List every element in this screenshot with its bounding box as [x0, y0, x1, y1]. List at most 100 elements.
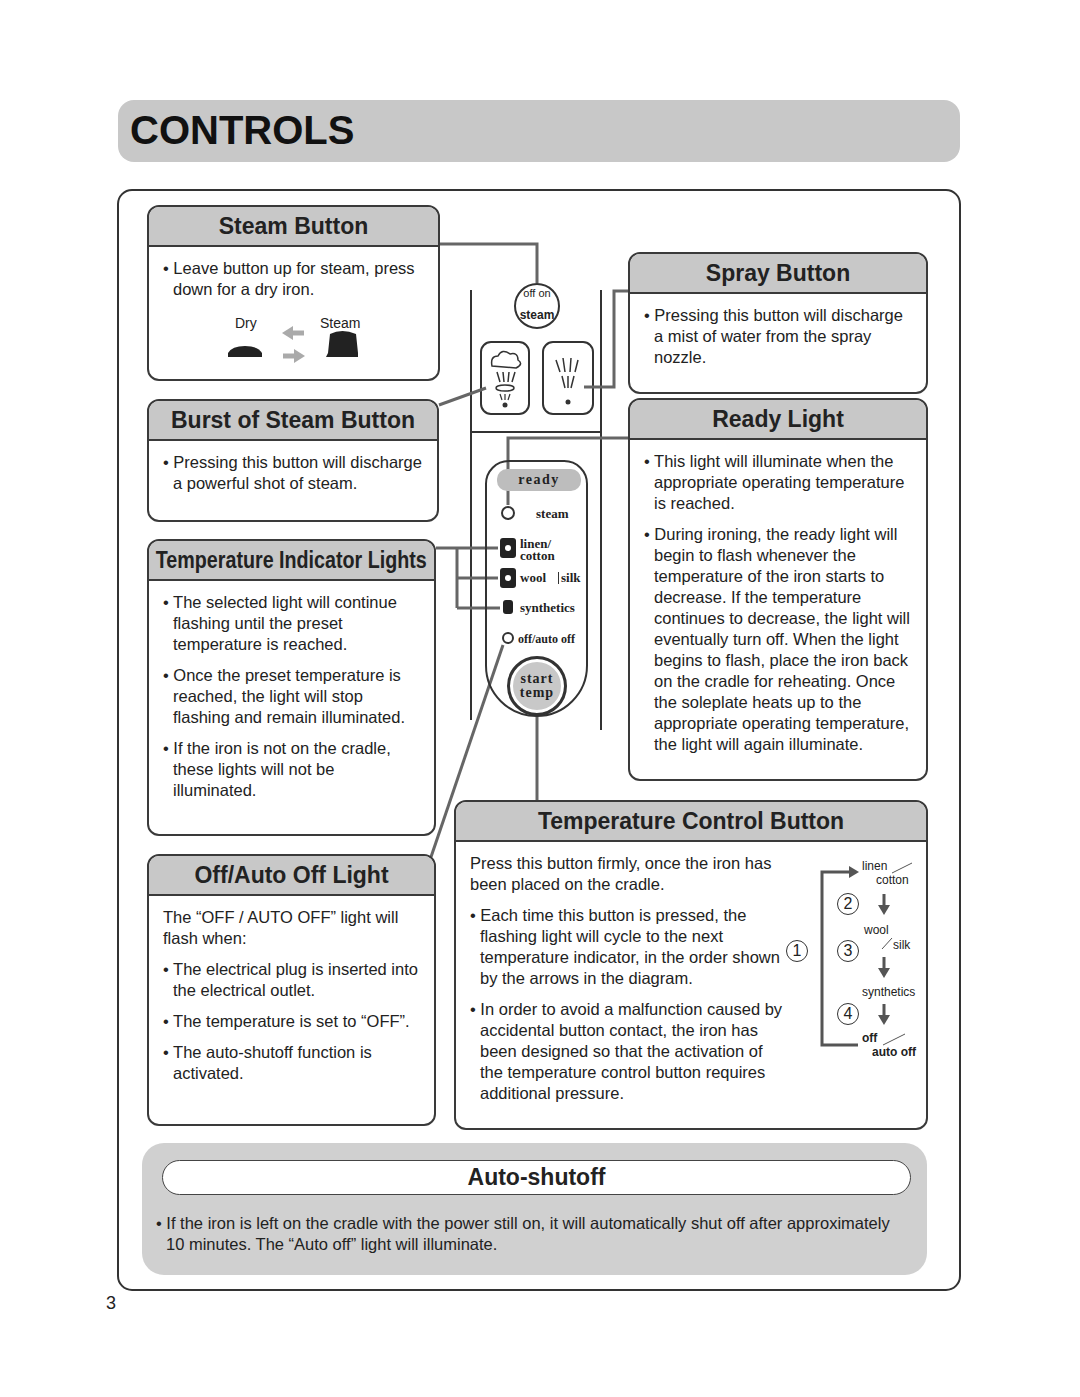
burst-of-steam-icon: [481, 342, 529, 414]
icon-label: Dry: [235, 315, 257, 331]
note-heading-pill: Auto-shutoff: [162, 1160, 911, 1195]
panel-label: synthetics: [520, 602, 575, 614]
diagram-label: linen: [862, 859, 887, 873]
outer-frame: [118, 190, 960, 1290]
body-text: • The selected light will continue flash…: [163, 592, 422, 655]
body-text: The “OFF / AUTO OFF” light will flash wh…: [163, 907, 422, 949]
body-text: • In order to avoid a malfunction caused…: [470, 999, 785, 1104]
burst-of-steam-icon: [496, 385, 514, 391]
burst-of-steam-icon: [481, 342, 529, 414]
body-text: • The temperature is set to “OFF”.: [163, 1011, 422, 1032]
temperature-cycle-diagram: [878, 968, 890, 978]
callout-number: 2: [837, 893, 859, 915]
title-band: CONTROLS: [118, 100, 960, 162]
button-label: off on: [516, 287, 558, 299]
dry-steam-icons: [294, 349, 305, 363]
dry-steam-icons: [228, 326, 358, 363]
diagram-label: synthetics: [862, 985, 915, 999]
icon-label: Steam: [320, 315, 360, 331]
diagram-label: auto off: [872, 1045, 916, 1059]
box-heading: Spray Button: [706, 260, 850, 287]
body-text: • Pressing this button will discharge a …: [163, 452, 425, 494]
burst-of-steam-icon: [500, 394, 510, 400]
note-text: • If the iron is left on the cradle with…: [156, 1213, 911, 1255]
page-number: 3: [106, 1293, 116, 1314]
diagram-label: off: [862, 1031, 877, 1045]
iron-handle-outline: [471, 290, 601, 730]
box-body: • Leave button up for steam, press down …: [149, 247, 438, 322]
temperature-cycle-diagram: [878, 1015, 890, 1025]
burst-of-steam-icon: [503, 403, 508, 408]
note-heading: Auto-shutoff: [468, 1164, 606, 1191]
start-temp-button: start temp: [507, 656, 567, 716]
box-heading: Steam Button: [219, 213, 369, 240]
note-band: • If the iron is left on the cradle with…: [142, 1143, 927, 1275]
body-text: • The auto-shutoff function is activated…: [163, 1042, 422, 1084]
box-body: • Pressing this button will discharge a …: [630, 294, 926, 390]
indicator-lights: [500, 538, 516, 558]
dry-steam-icons: [283, 354, 295, 359]
spray-icon: [543, 342, 593, 414]
box-heading: Burst of Steam Button: [171, 407, 415, 434]
box-heading: Off/Auto Off Light: [194, 862, 388, 889]
panel-label: silk: [558, 572, 581, 584]
leader-lines: [431, 291, 628, 857]
body-text: Press this button firmly, once the iron …: [470, 853, 775, 895]
box-body: • The selected light will continue flash…: [149, 581, 434, 823]
body-text: • If the iron is not on the cradle, thes…: [163, 738, 422, 801]
box-body: Press this button firmly, once the iron …: [456, 842, 926, 1126]
panel-label: ready: [497, 469, 581, 491]
box-heading: Ready Light: [712, 406, 844, 433]
temperature-cycle-diagram: [882, 863, 912, 1045]
dry-steam-icons: [282, 326, 293, 340]
steam-button: off on steam: [514, 283, 560, 329]
temperature-cycle-diagram: [849, 866, 859, 878]
indicator-lights: [505, 575, 511, 581]
box-body: • This light will illuminate when the ap…: [630, 440, 926, 777]
callout-number: 1: [786, 940, 808, 962]
panel-label: linen/ cotton: [520, 538, 564, 562]
body-text: • Each time this button is pressed, the …: [470, 905, 785, 989]
indicator-lights: [503, 633, 513, 643]
diagram-label: cotton: [876, 873, 909, 887]
callout-number: 4: [837, 1003, 859, 1025]
iron-handle-outline: [470, 290, 472, 720]
body-text: • Leave button up for steam, press down …: [163, 258, 426, 300]
heading-band: Steam Button: [149, 207, 438, 247]
indicator-lights: [503, 600, 513, 614]
callout-box: Off/Auto Off LightThe “OFF / AUTO OFF” l…: [147, 854, 436, 1126]
dry-steam-icons: [292, 331, 304, 336]
leader-line: [536, 716, 539, 800]
body-text: • Once the preset temperature is reached…: [163, 665, 422, 728]
panel-label: wool: [520, 572, 546, 584]
temperature-cycle-diagram: [822, 863, 912, 1045]
leader-lines: [439, 388, 486, 405]
outer-frame: [118, 190, 960, 1290]
heading-band: Spray Button: [630, 254, 926, 294]
leader-lines: [584, 291, 628, 387]
panel-label: off/auto off: [518, 633, 575, 645]
box-heading: Temperature Indicator Lights: [156, 547, 427, 574]
button-label: steam: [516, 309, 558, 321]
indicator-lights: [505, 545, 511, 551]
dry-steam-icons: [228, 346, 262, 357]
diagram-label: wool: [864, 923, 889, 937]
iron-handle-outline: [471, 431, 601, 433]
box-body: • Pressing this button will discharge a …: [149, 441, 437, 516]
panel-label: steam: [536, 508, 569, 520]
spray-icon: [566, 400, 571, 405]
indicator-lights: [500, 507, 516, 643]
leader-lines: [436, 548, 500, 608]
dry-steam-icons: [326, 331, 358, 357]
button-label: start temp: [514, 672, 560, 700]
heading-band: Off/Auto Off Light: [149, 856, 434, 896]
leader-line: [440, 244, 537, 283]
body-text: • The electrical plug is inserted into t…: [163, 959, 422, 1001]
callout-number: 3: [837, 940, 859, 962]
callout-box: Burst of Steam Button • Pressing this but…: [147, 399, 439, 522]
heading-band: Temperature Control Button: [456, 802, 926, 842]
callout-box: Temperature Control ButtonPress this but…: [454, 800, 928, 1130]
body-text: • During ironing, the ready light will b…: [644, 524, 914, 755]
